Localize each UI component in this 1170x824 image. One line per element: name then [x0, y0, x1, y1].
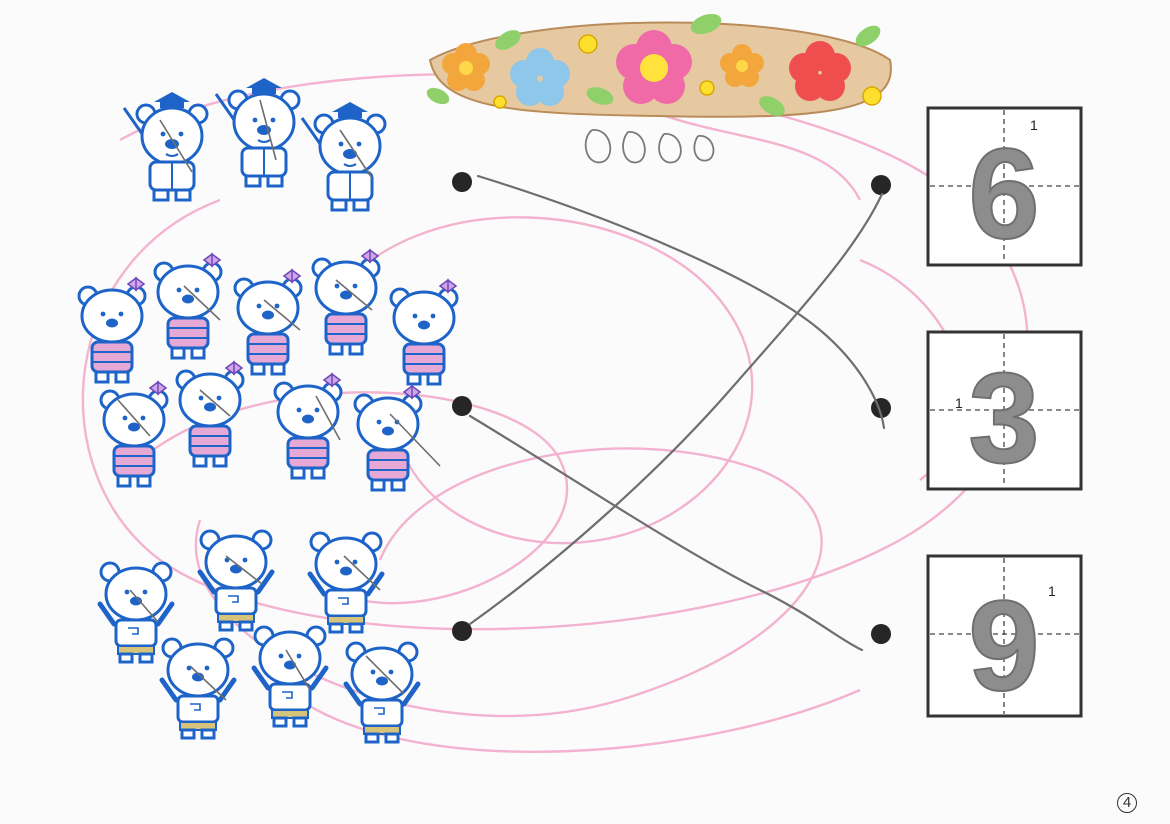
bear-girl-icon [77, 276, 147, 384]
bear-boy-icon [200, 531, 272, 630]
bear-girl-icon [353, 384, 423, 492]
number-box-1: 6 1 [926, 106, 1083, 267]
bear-boy-icon [100, 563, 172, 662]
group-boys [100, 531, 418, 742]
bear-girl-icon [389, 278, 459, 386]
flower-blue-icon [510, 48, 570, 106]
group-teachers [122, 76, 387, 212]
number-box-3: 9 1 [926, 554, 1083, 719]
left-dot-3[interactable] [452, 621, 472, 641]
group-girls [77, 248, 459, 492]
bear-teacher-icon [300, 100, 387, 212]
flower-pink-icon [616, 30, 692, 104]
left-dot-2[interactable] [452, 396, 472, 416]
page-number: 4 [1117, 793, 1137, 813]
matching-lines [468, 174, 886, 652]
digit-9: 9 [968, 575, 1039, 718]
bear-girl-icon [99, 380, 169, 488]
counting-marks [117, 99, 441, 701]
left-dot-1[interactable] [452, 172, 472, 192]
right-dot-3[interactable] [871, 624, 891, 644]
stroke-hint-3: 1 [1048, 583, 1056, 599]
line-boys-to-6 [468, 192, 884, 626]
line-girls-to-9 [468, 414, 864, 652]
line-teachers-to-3 [476, 174, 886, 430]
flower-orange-small-icon [720, 44, 764, 87]
flower-banner [426, 13, 892, 164]
right-dot-1[interactable] [871, 175, 891, 195]
number-box-2: 3 1 [926, 330, 1083, 491]
stroke-hint-2: 1 [955, 395, 963, 411]
bear-boy-icon [162, 639, 234, 738]
bear-girl-icon [311, 248, 381, 356]
bear-teacher-icon [214, 76, 301, 188]
bear-teacher-icon [122, 90, 209, 202]
flower-red-icon [789, 41, 851, 101]
digit-6: 6 [968, 123, 1039, 266]
bear-girl-icon [153, 252, 223, 360]
digit-3: 3 [968, 347, 1039, 490]
bear-girl-icon [175, 360, 245, 468]
stroke-hint-1: 1 [1030, 117, 1038, 133]
bear-girl-icon [273, 372, 343, 480]
flower-orange-icon [442, 43, 490, 91]
